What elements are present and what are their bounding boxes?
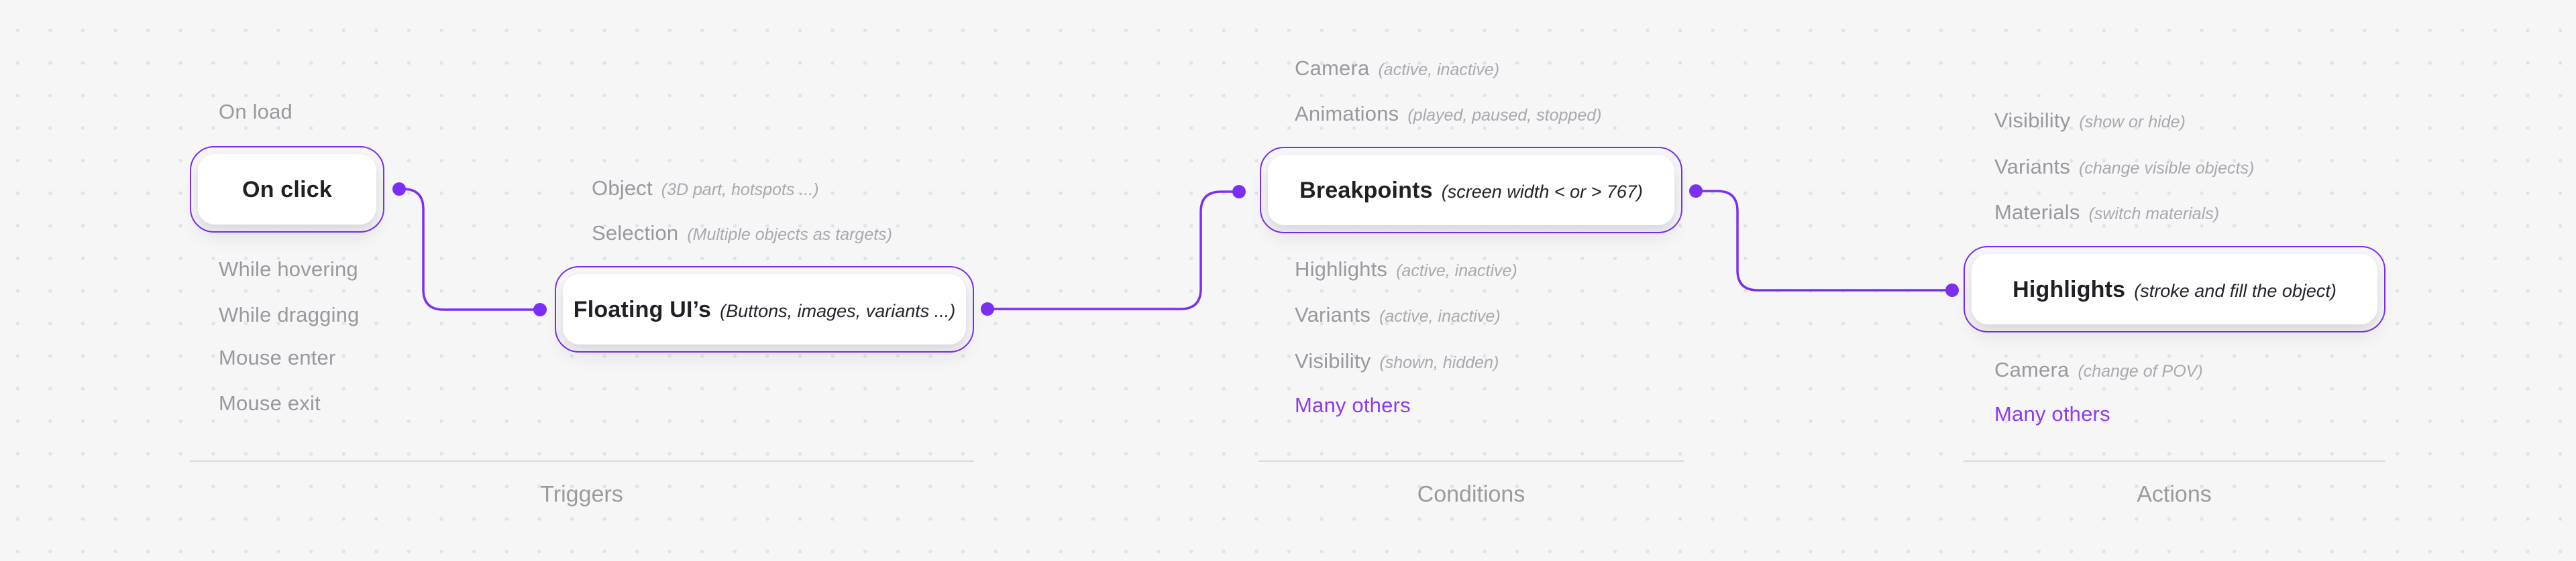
action-item-label: Materials [1994,200,2080,224]
edge-endpoint-dot [1689,184,1703,198]
source-item-label: Selection [592,221,679,245]
condition-item-label: Variants [1295,303,1371,326]
node-breakpoints[interactable]: Breakpoints (screen width < or > 767) [1260,147,1682,233]
edge-breakpoints-highlights [1696,190,1952,292]
condition-item-label: Camera [1295,56,1370,80]
condition-item-sub: (active, inactive) [1379,307,1501,326]
trigger-item-mouse-exit: Mouse exit [219,391,321,416]
action-item-label: Many others [1994,402,2110,426]
triggers-divider [190,460,974,462]
action-item-label: Variants [1994,155,2071,178]
condition-item-animations: Animations (played, paused, stopped) [1295,102,1601,126]
trigger-item-while-dragging: While dragging [219,303,360,327]
node-title: On click [242,177,332,202]
source-item-object: Object (3D part, hotspots ...) [592,176,819,200]
node-title: Highlights [2012,277,2126,302]
edge-floatinguis-breakpoints [987,190,1239,310]
action-item-many-others: Many others [1994,402,2110,426]
edge-onclick-floatinguis [399,188,540,311]
section-label-triggers: Triggers [540,481,623,507]
actions-divider [1964,460,2385,462]
condition-item-visibility: Visibility (shown, hidden) [1295,349,1499,373]
node-subtitle: (stroke and fill the object) [2134,281,2337,301]
edge-endpoint-dot [1945,284,1959,297]
node-subtitle: (screen width < or > 767) [1441,182,1643,202]
action-item-sub: (change visible objects) [2079,159,2255,178]
condition-item-sub: (active, inactive) [1378,60,1500,79]
condition-item-label: Many others [1295,393,1411,417]
source-item-sub: (3D part, hotspots ...) [661,180,819,199]
trigger-item-label: Mouse enter [219,346,336,369]
action-item-materials: Materials (switch materials) [1994,200,2219,225]
node-title: Floating UI’s [573,297,712,322]
condition-item-label: Highlights [1295,257,1388,281]
section-label-actions: Actions [2137,481,2212,507]
action-item-sub: (show or hide) [2079,113,2186,131]
condition-item-sub: (active, inactive) [1396,261,1517,280]
condition-item-many-others: Many others [1295,393,1411,418]
condition-item-label: Animations [1295,102,1399,125]
trigger-item-label: While hovering [219,257,358,281]
condition-item-sub: (shown, hidden) [1379,353,1499,372]
condition-item-label: Visibility [1295,349,1371,373]
node-highlights[interactable]: Highlights (stroke and fill the object) [1964,246,2385,332]
edge-endpoint-dot [392,182,406,196]
action-item-sub: (change of POV) [2078,362,2203,381]
source-item-sub: (Multiple objects as targets) [687,225,893,244]
condition-item-highlights: Highlights (active, inactive) [1295,257,1517,282]
edge-endpoint-dot [1232,185,1246,198]
trigger-item-label: Mouse exit [219,391,321,415]
node-floating-uis[interactable]: Floating UI’s (Buttons, images, variants… [555,266,974,353]
trigger-item-mouse-enter: Mouse enter [219,346,336,370]
action-item-visibility: Visibility (show or hide) [1994,109,2186,133]
condition-item-variants: Variants (active, inactive) [1295,303,1501,327]
node-title: Breakpoints [1299,178,1433,203]
action-item-variants: Variants (change visible objects) [1994,155,2254,179]
trigger-item-while-hovering: While hovering [219,257,358,282]
source-item-selection: Selection (Multiple objects as targets) [592,221,892,245]
section-label-conditions: Conditions [1417,481,1525,507]
condition-item-sub: (played, paused, stopped) [1407,106,1602,125]
action-item-sub: (switch materials) [2088,204,2220,223]
trigger-item-label: On load [219,100,292,123]
action-item-camera: Camera (change of POV) [1994,358,2203,382]
conditions-divider [1258,460,1684,462]
trigger-item-on-load: On load [219,100,292,124]
action-item-label: Visibility [1994,109,2071,132]
node-on-click[interactable]: On click [190,146,384,233]
edge-endpoint-dot [533,303,547,316]
edge-endpoint-dot [981,302,994,316]
action-item-label: Camera [1994,358,2070,381]
source-item-label: Object [592,176,653,200]
condition-item-camera: Camera (active, inactive) [1295,56,1499,80]
node-subtitle: (Buttons, images, variants ...) [720,301,956,321]
trigger-item-label: While dragging [219,303,360,326]
